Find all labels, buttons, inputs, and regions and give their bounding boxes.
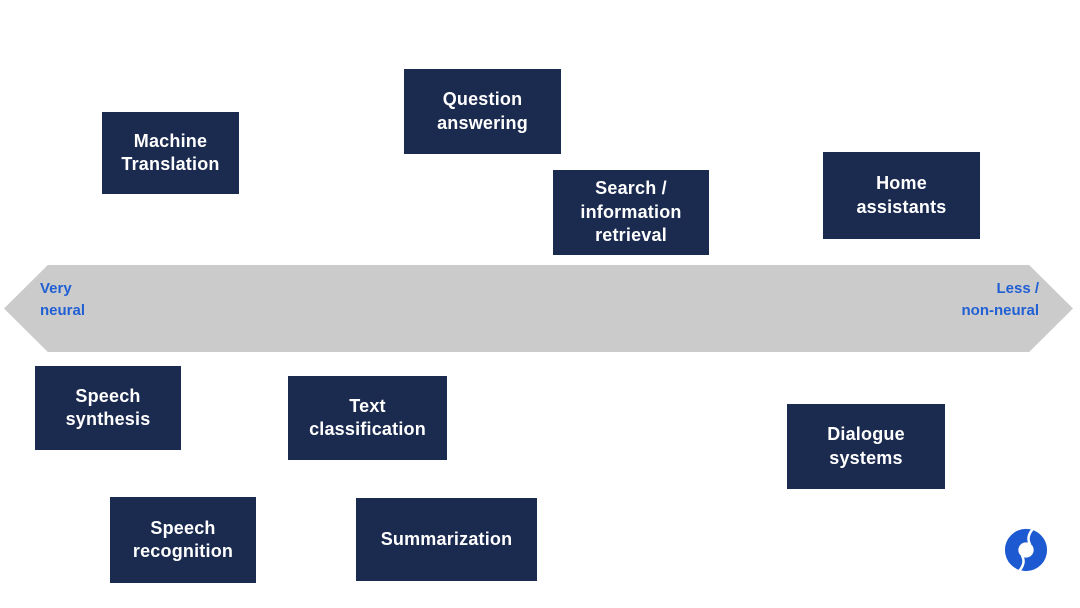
task-box-speech-synthesis: Speech synthesis	[35, 366, 181, 450]
task-box-search-information-retrieval: Search / information retrieval	[553, 170, 709, 255]
task-label: Text classification	[309, 395, 426, 439]
task-label: Search / information retrieval	[580, 178, 682, 246]
task-label: Dialogue systems	[827, 424, 905, 468]
task-box-machine-translation: Machine Translation	[102, 112, 239, 194]
arrow-label-less-non-neural: Less / non-neural	[961, 280, 1040, 319]
task-label: Speech recognition	[132, 517, 234, 561]
task-label: Home assistants	[856, 173, 947, 217]
task-box-text-classification: Text classification	[288, 376, 447, 460]
task-box-summarization: Summarization	[356, 498, 537, 581]
task-box-dialogue-systems: Dialogue systems	[787, 404, 945, 489]
swirl-logo-icon	[1003, 527, 1049, 573]
arrow-label-very-neural: Very neural	[40, 280, 86, 319]
task-box-question-answering: Question answering	[404, 69, 561, 154]
task-label: Summarization	[380, 528, 513, 549]
neural-spectrum-arrow: Very neural Less / non-neural	[4, 265, 1073, 352]
task-box-home-assistants: Home assistants	[823, 152, 980, 239]
task-label: Machine Translation	[121, 130, 220, 174]
task-box-speech-recognition: Speech recognition	[110, 497, 256, 583]
task-label: Question answering	[437, 89, 528, 133]
task-label: Speech synthesis	[65, 385, 151, 429]
